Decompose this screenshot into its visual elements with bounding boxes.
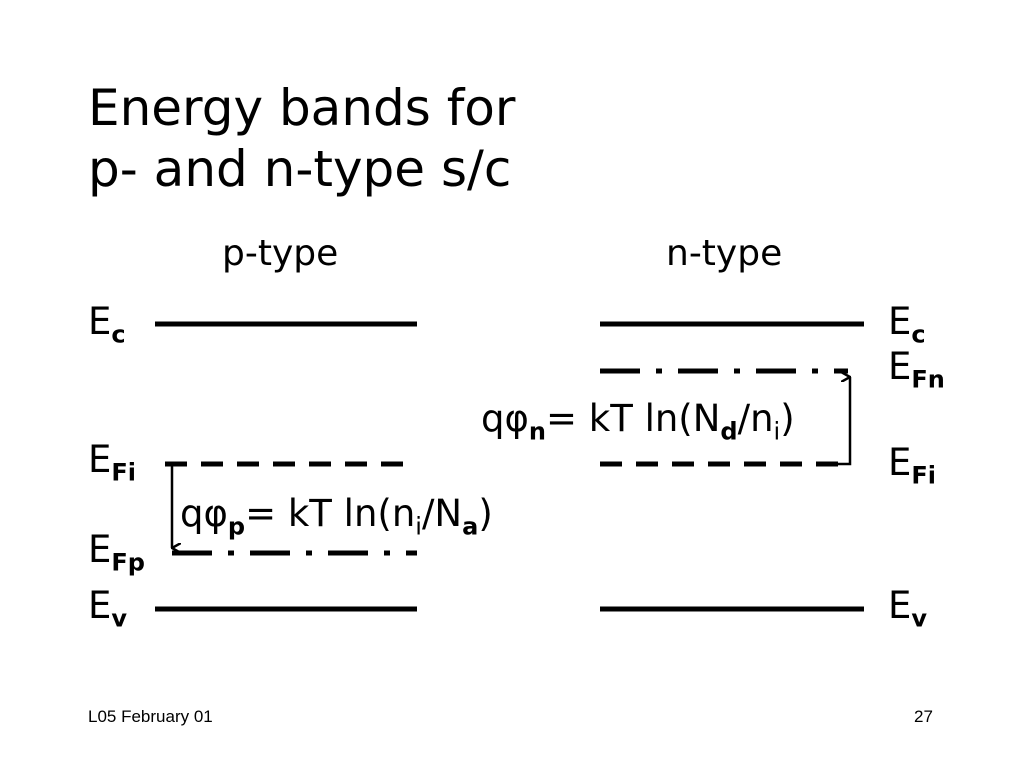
n-potential-formula: qφn= kT ln(Nd/ni): [481, 397, 795, 446]
p-phi-arrow: [170, 463, 176, 548]
p-potential-formula: qφp= kT ln(ni/Na): [180, 492, 493, 541]
n-phi-arrow: [838, 377, 852, 466]
n-ec-label: Ec: [888, 300, 926, 349]
n-ev-label: Ev: [888, 584, 928, 633]
n-efi-label: EFi: [888, 441, 937, 490]
n-efn-label: EFn: [888, 345, 945, 394]
p-efi-label: EFi: [88, 438, 137, 487]
title-line-1: Energy bands for: [88, 79, 516, 137]
slide-title: Energy bands for p- and n-type s/c: [88, 78, 515, 200]
p-type-heading: p-type: [222, 233, 339, 274]
page-number: 27: [914, 707, 933, 726]
footer-date: L05 February 01: [88, 707, 213, 726]
p-ec-label: Ec: [88, 300, 126, 349]
p-ev-label: Ev: [88, 584, 128, 633]
n-type-heading: n-type: [666, 233, 783, 274]
p-efp-label: EFp: [88, 528, 145, 577]
title-line-2: p- and n-type s/c: [88, 140, 512, 198]
